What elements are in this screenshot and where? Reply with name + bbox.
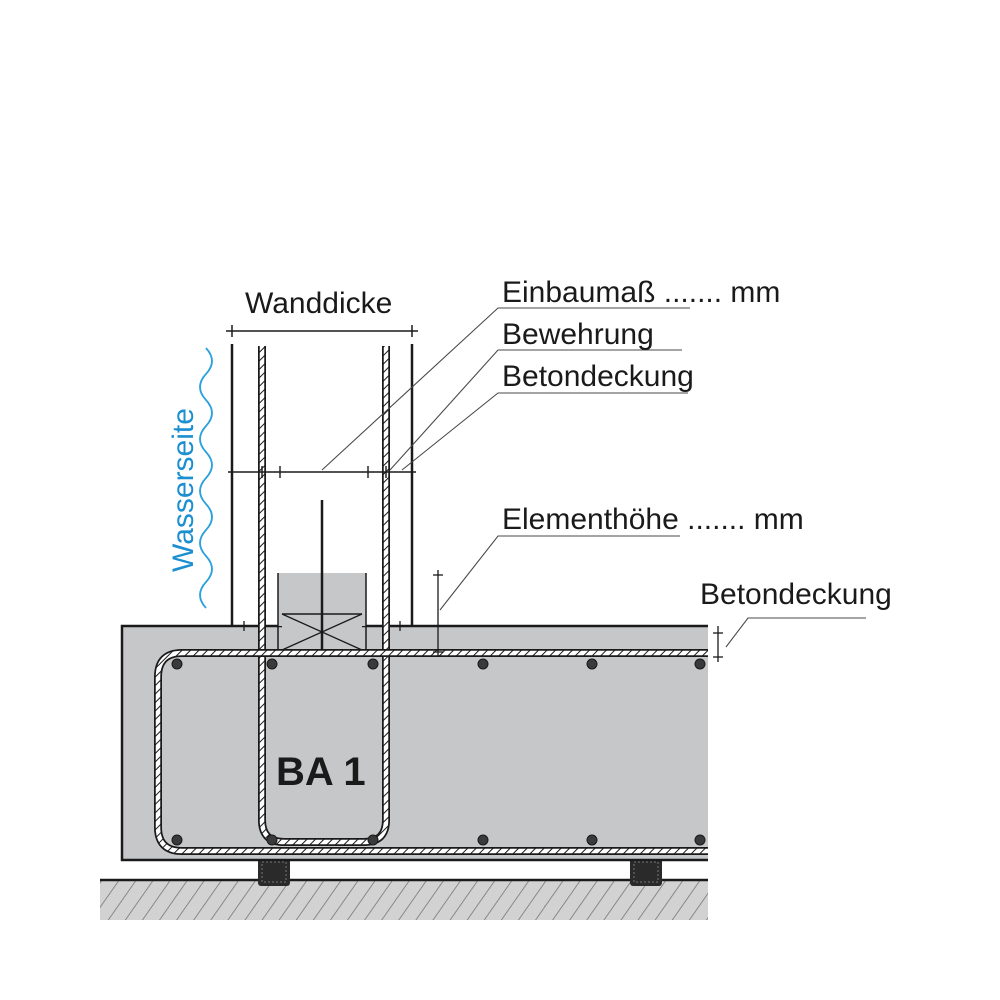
installation-dimension: [228, 466, 416, 478]
element-height-label: Elementhöhe ....... mm: [502, 503, 804, 536]
wall-thickness-label: Wanddicke: [245, 287, 392, 320]
concrete-cover-label: Betondeckung: [502, 360, 694, 393]
ground-layer: [100, 878, 708, 920]
joint-ticks: [232, 621, 412, 631]
slab-reinforcement: [154, 649, 708, 855]
slab-cover-marker: [713, 626, 723, 662]
wall-thickness-dimension: [226, 325, 418, 337]
wall-element: [277, 500, 367, 652]
reinforcement-label: Bewehrung: [502, 318, 654, 351]
longitudinal-bars: [171, 658, 706, 846]
floor-slab: [120, 624, 708, 862]
slab-concrete-cover-label: Betondeckung: [700, 578, 892, 611]
exposure-class-label: BA 1: [276, 750, 366, 794]
slab-spacers: [258, 858, 662, 886]
installation-dimension-label: Einbaumaß ....... mm: [502, 276, 780, 309]
wall-reinforcement: [258, 346, 390, 846]
leader-lines: [321, 307, 866, 648]
element-height-marker: [433, 570, 443, 657]
wall-outline: [230, 344, 414, 626]
water-side-label: Wasserseite: [167, 408, 200, 572]
water-wave: [199, 347, 213, 609]
